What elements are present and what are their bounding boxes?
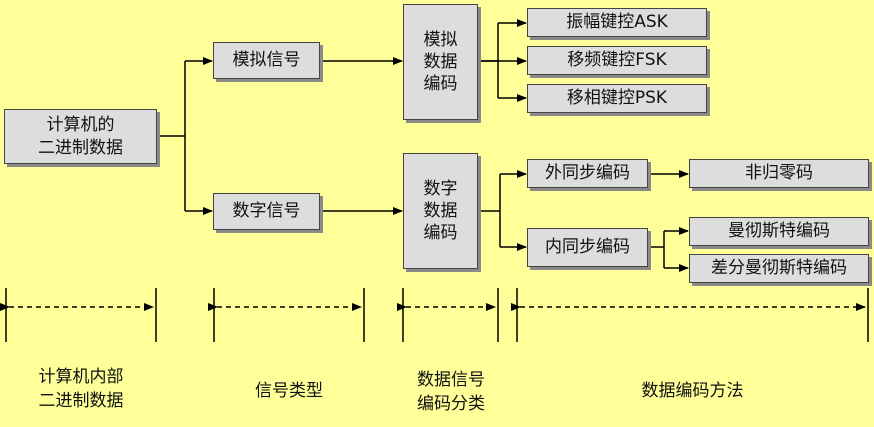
analog-data-encoding-node: 模拟 数据 编码: [403, 4, 478, 120]
diff-manchester-node: 差分曼彻斯特编码: [689, 254, 869, 283]
connector-digital-fork: [478, 174, 501, 247]
section-label-encoding-method: 数据编码方法: [641, 381, 744, 401]
connector-internal-fork: [648, 231, 665, 268]
manchester-node: 曼彻斯特编码: [689, 217, 869, 246]
external-sync-encoding-node: 外同步编码: [527, 159, 648, 188]
fsk-node: 移频键控FSK: [527, 46, 707, 75]
section-label-signal-type: 信号类型: [255, 381, 323, 401]
digital-signal-node: 数字信号: [213, 193, 320, 230]
psk-node: 移相键控PSK: [527, 84, 707, 113]
digital-data-encoding-node: 数字 数据 编码: [403, 153, 478, 269]
internal-sync-encoding-node: 内同步编码: [527, 228, 648, 267]
section-label-computer-internal: 计算机内部 二进制数据: [38, 367, 124, 411]
nrz-node: 非归零码: [689, 159, 869, 188]
section-label-encoding-category: 数据信号 编码分类: [417, 370, 485, 414]
ask-node: 振幅键控ASK: [527, 8, 707, 37]
computer-binary-data-node: 计算机的 二进制数据: [4, 109, 157, 164]
analog-signal-node: 模拟信号: [213, 42, 320, 79]
connector-computer-fork: [157, 61, 186, 211]
